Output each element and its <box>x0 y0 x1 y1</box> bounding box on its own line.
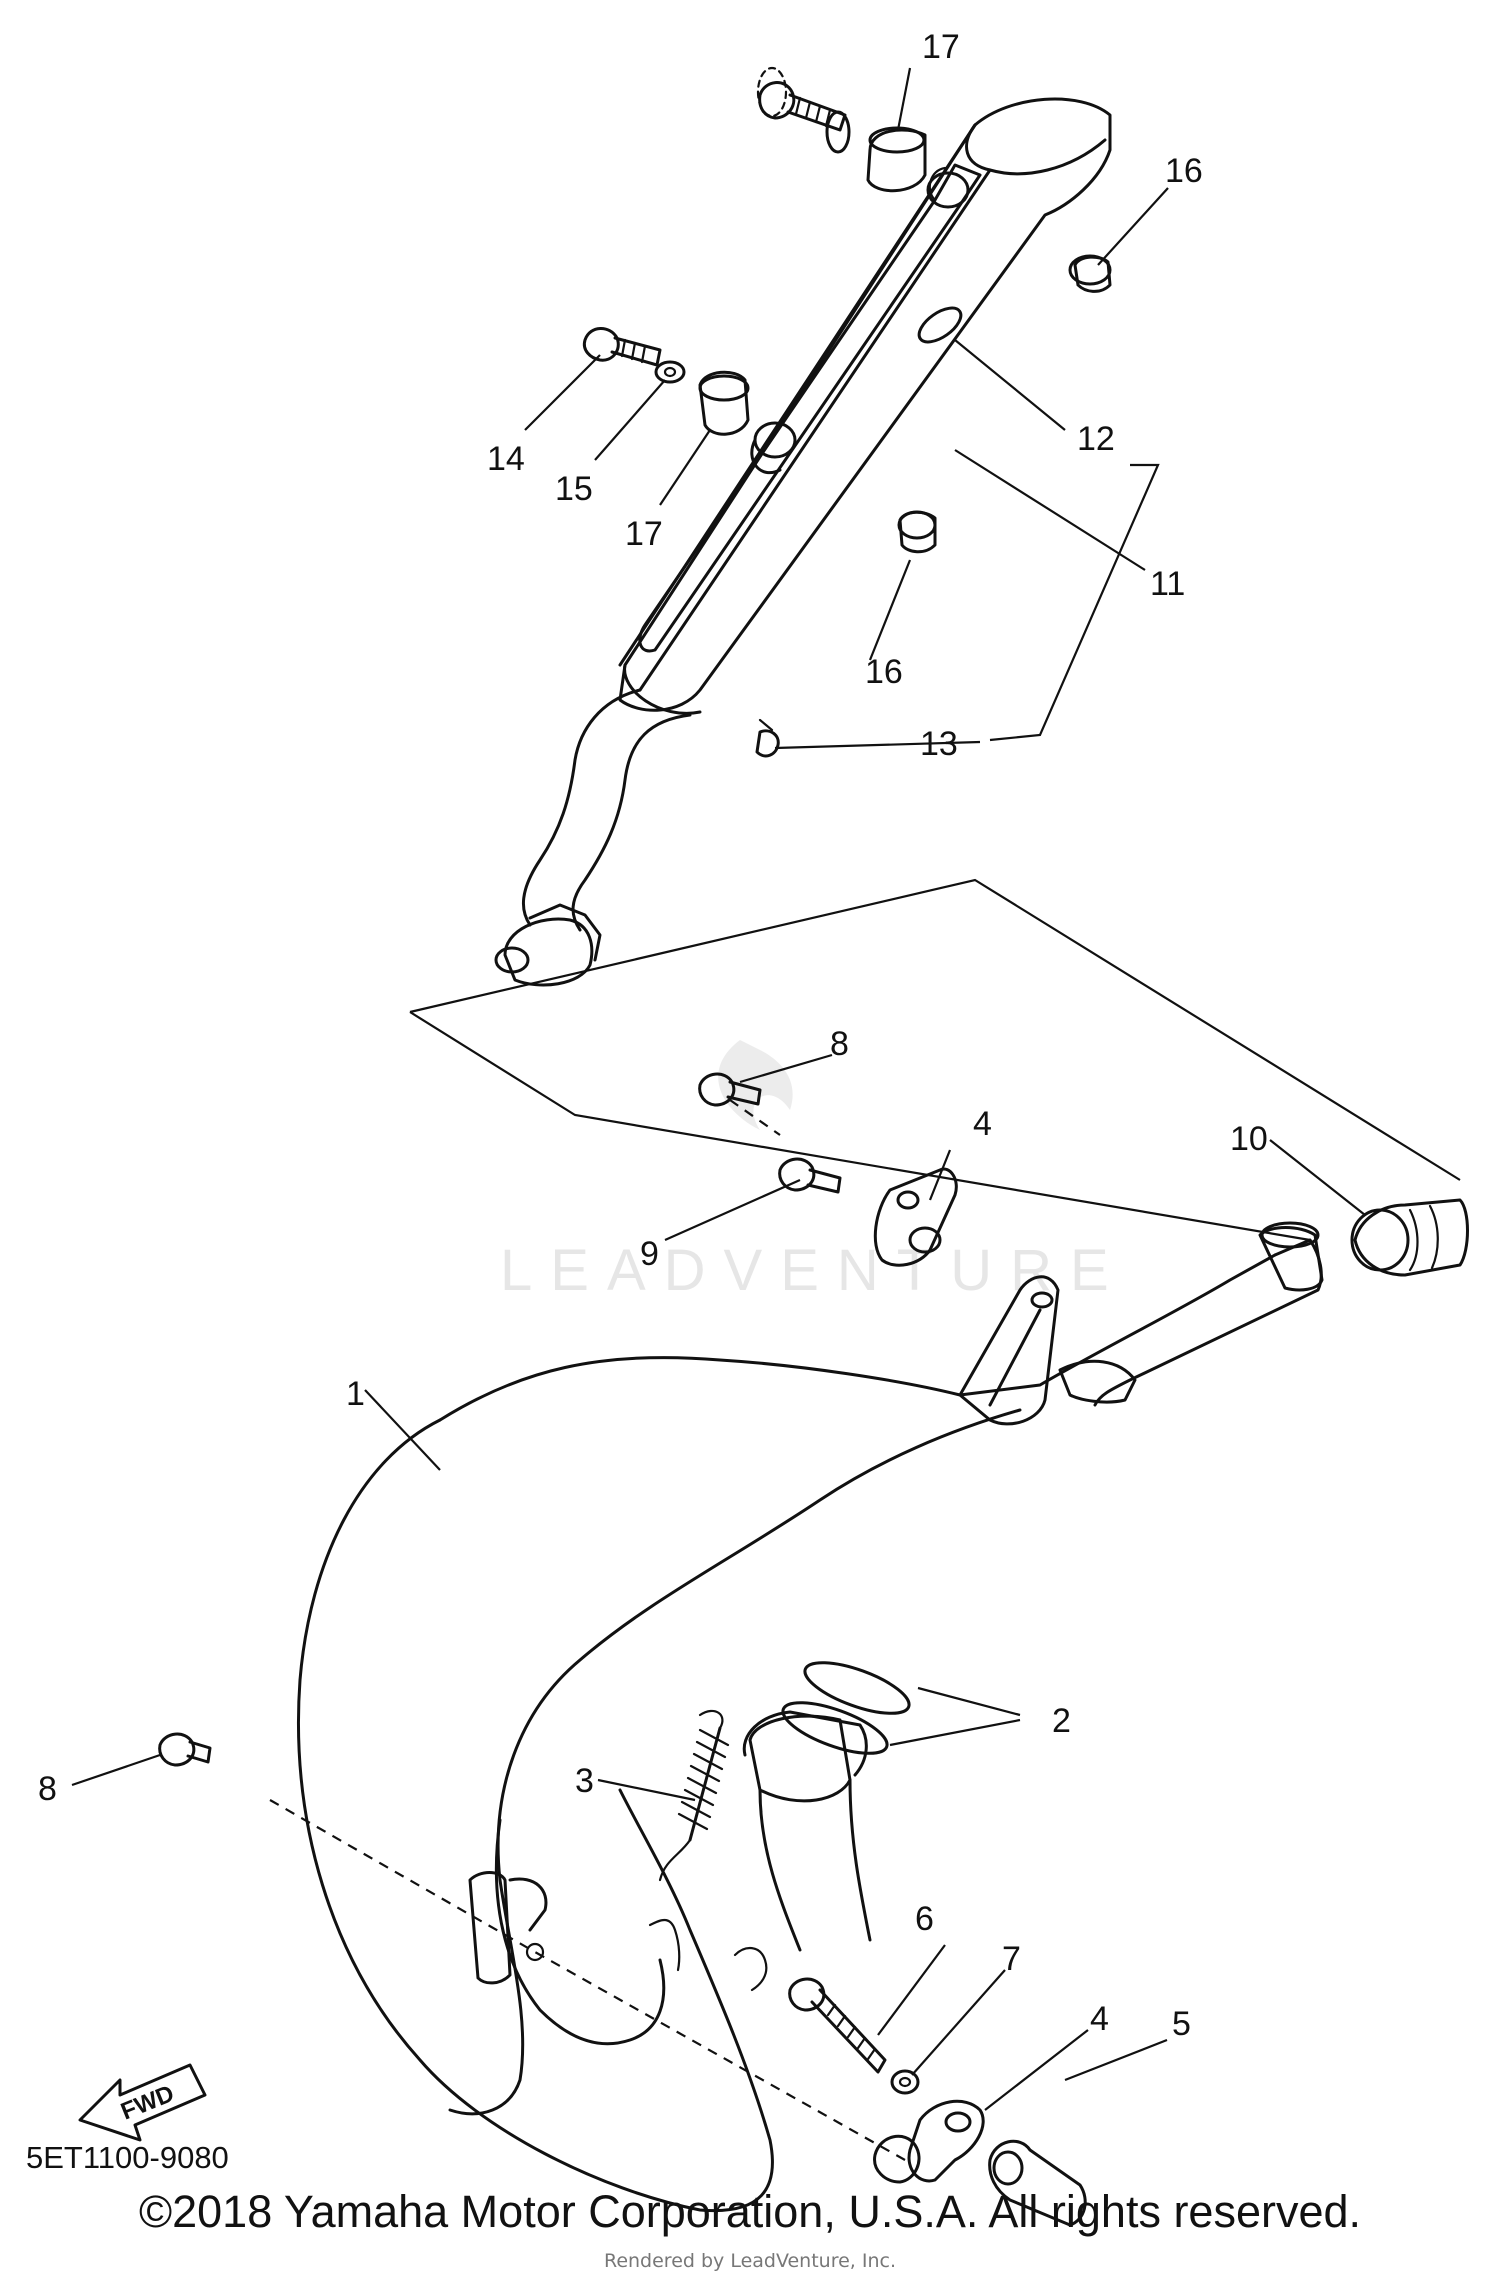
callout-7: 7 <box>1002 1940 1021 1978</box>
callout-1: 1 <box>346 1375 365 1413</box>
callout-8-bottom: 8 <box>38 1770 57 1808</box>
callout-17-bottom: 17 <box>625 515 663 553</box>
callout-10: 10 <box>1230 1120 1268 1158</box>
callout-16-top: 16 <box>1165 152 1203 190</box>
gaskets <box>781 1661 911 1755</box>
exhaust-pipe <box>297 1221 1324 2213</box>
callout-17-top: 17 <box>922 28 960 66</box>
callout-2: 2 <box>1052 1702 1071 1740</box>
top-fasteners <box>582 66 1112 554</box>
spring <box>658 1709 730 1882</box>
silencer-assembly <box>494 97 1112 987</box>
fwd-arrow: FWD <box>78 2063 207 2142</box>
middle-bolts <box>158 1072 842 1767</box>
leadventure-watermark: LEADVENTURE <box>500 1040 1127 1303</box>
upper-bracket <box>873 1167 958 1267</box>
sleeve <box>1350 1198 1469 1277</box>
callout-numbers: 17 16 12 11 13 16 17 15 14 8 4 10 9 1 2 … <box>38 28 1268 2043</box>
bolt-centerline <box>729 1099 781 1136</box>
watermark-text: LEADVENTURE <box>500 1238 1127 1303</box>
callout-3: 3 <box>575 1762 594 1800</box>
callout-4-bottom: 4 <box>1090 2000 1109 2038</box>
callout-8-top: 8 <box>830 1025 849 1063</box>
lower-mounting-hardware <box>788 1977 1087 2227</box>
copyright-notice: ©2018 Yamaha Motor Corporation, U.S.A. A… <box>138 2186 1362 2237</box>
callout-4-top: 4 <box>973 1105 992 1143</box>
callout-5: 5 <box>1172 2005 1191 2043</box>
leader-lines <box>71 67 1366 2111</box>
rendered-by-credit: Rendered by LeadVenture, Inc. <box>603 2250 897 2272</box>
callout-9: 9 <box>640 1235 659 1273</box>
callout-15: 15 <box>555 470 593 508</box>
callout-16-bottom: 16 <box>865 653 903 691</box>
callout-6: 6 <box>915 1900 934 1938</box>
bracket-11-13 <box>989 463 1160 742</box>
reference-code: 5ET1100-9080 <box>26 2140 229 2175</box>
callout-11: 11 <box>1150 565 1185 603</box>
callout-13: 13 <box>920 725 958 763</box>
reference-box <box>409 878 1461 1242</box>
callout-14: 14 <box>487 440 525 478</box>
callout-12: 12 <box>1077 420 1115 458</box>
